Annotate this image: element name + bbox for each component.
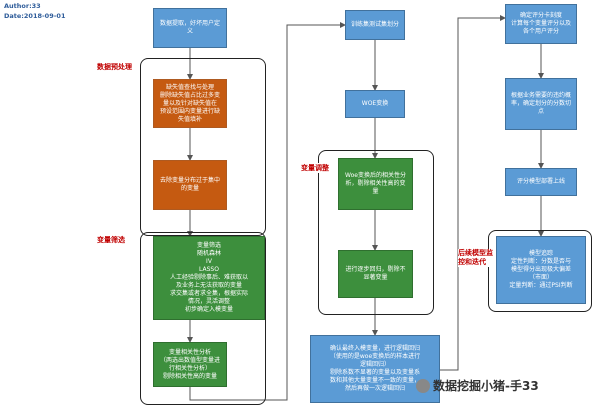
step-stepwise-regression: 进行逐步回归，剔除不 显著变量: [338, 250, 413, 298]
watermark-text: 数据挖掘小猪-手33: [433, 379, 539, 393]
section-label-monitor: 后续模型监 控和迭代: [458, 249, 493, 267]
wechat-logo-icon: [416, 378, 430, 393]
step-missing-value-handling: 缺失值查找与处理 删除缺失值占比过多变 量以及针对缺失值在 预设范围内变量进行缺…: [153, 79, 227, 128]
adjust-frame: [318, 150, 434, 315]
step-data-extraction: 数据提取，好坏用户定 义: [153, 8, 227, 48]
step-score-cutoff: 根据业务需要的违约概 率，确定划分的分数切 点: [505, 78, 577, 130]
step-scorecard-scaling: 确定评分卡刻度 计算每个变量评分以及 各个用户评分: [505, 4, 577, 44]
watermark: 数据挖掘小猪-手33: [416, 377, 539, 394]
step-model-deployment: 评分模型部署上线: [505, 168, 577, 196]
step-train-test-split: 训练集测试集划分: [345, 10, 405, 40]
section-label-select: 变量筛选: [97, 235, 125, 245]
section-label-preprocess: 数据预处理: [97, 62, 132, 72]
step-remove-concentrated-vars: 去除变量分布过于集中 的变量: [153, 160, 227, 210]
select-frame: [140, 232, 266, 405]
step-correlation-analysis: 变量相关性分析 （两选出数值型变量进 行相关性分析） 剔除相关性高的变量: [153, 342, 227, 387]
date-label: Date:2018-09-01: [4, 12, 66, 20]
monitor-frame: [488, 230, 592, 312]
step-woe-correlation: Woe变换后的相关性分 析，剔除相关性高的变 量: [338, 158, 413, 210]
author-label: Author:33: [4, 2, 41, 10]
step-variable-selection: 变量筛选 随机森林 IV LASSO 人工经验剔除事后、难获取以 及业务上无法获…: [153, 236, 265, 320]
step-model-tracking: 模型追踪 定性判断：分数是否与 模型得分出现极大偏差 （市面） 定量判断：通过P…: [496, 236, 586, 304]
step-woe-transform: WOE变换: [345, 90, 405, 118]
section-label-adjust: 变量调整: [301, 163, 329, 173]
step-final-logistic-regression: 确认最终入模变量，进行逻辑回归 （使用的是woe变换后的样本进行 逻辑回归） 剔…: [310, 335, 440, 403]
preprocess-frame: [140, 58, 266, 236]
